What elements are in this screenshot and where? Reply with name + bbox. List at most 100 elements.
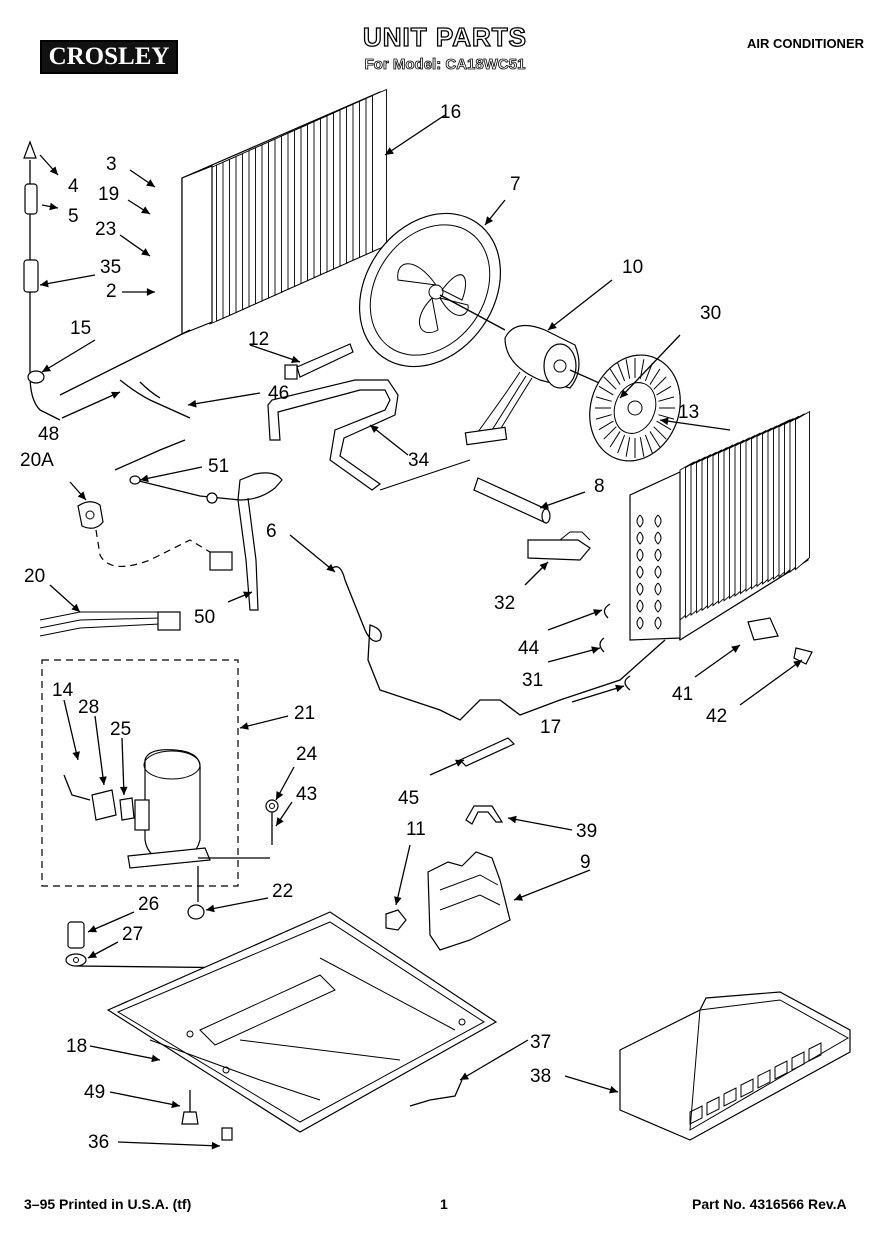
leader-arrowhead	[609, 1085, 618, 1094]
leader-line	[39, 274, 96, 286]
discharge-tube	[114, 439, 283, 611]
leader-arrowhead	[326, 563, 335, 572]
callout-label: 46	[268, 383, 289, 404]
leader-arrowhead	[615, 684, 624, 693]
leader-arrowhead	[119, 786, 128, 795]
leader-arrowhead	[793, 660, 802, 668]
leader-line	[564, 1075, 619, 1093]
callout-label: 43	[296, 784, 317, 805]
callout-label: 12	[248, 329, 269, 350]
callout-label: 26	[138, 894, 159, 915]
callout-label: 5	[68, 206, 79, 227]
leader-line	[694, 644, 741, 678]
insulation-sleeve	[473, 477, 551, 524]
leader-line	[61, 391, 121, 419]
leader-arrowhead	[151, 1054, 160, 1063]
leader-line	[89, 1045, 161, 1061]
leader-lines	[39, 114, 803, 1150]
callout-label: 15	[70, 318, 91, 339]
wire-tie	[409, 1079, 463, 1107]
leader-arrowhead	[206, 904, 215, 913]
callout-label: 31	[522, 670, 543, 691]
leader-arrowhead	[548, 321, 557, 330]
callout-label: 28	[78, 697, 99, 718]
callout-label: 51	[208, 456, 229, 477]
leader-arrowhead	[72, 751, 80, 760]
leader-line	[187, 392, 261, 406]
leader-line	[507, 817, 573, 831]
callout-label: 20	[24, 566, 45, 587]
part-number: Part No. 4316566 Rev.A	[692, 1196, 847, 1212]
leader-line	[87, 911, 135, 933]
bracket-41	[747, 617, 813, 665]
leader-line	[121, 737, 125, 796]
leader-arrowhead	[141, 248, 150, 256]
callout-label: 13	[678, 402, 699, 423]
leader-arrowhead	[146, 288, 155, 296]
leader-arrowhead	[146, 179, 155, 187]
callout-label: 16	[440, 102, 461, 123]
leader-arrowhead	[49, 166, 58, 175]
leader-line	[239, 715, 289, 729]
leader-arrowhead	[591, 646, 600, 654]
callout-label: 37	[530, 1032, 551, 1053]
leader-arrowhead	[49, 202, 58, 211]
leader-line	[659, 419, 731, 431]
leader-arrowhead	[243, 591, 252, 599]
front-grille	[619, 991, 851, 1141]
category-label: AIR CONDITIONER	[747, 36, 864, 51]
callout-label: 34	[408, 450, 430, 471]
small-clips	[599, 603, 631, 691]
callout-label: 38	[530, 1066, 551, 1087]
condenser-coil	[181, 88, 387, 335]
callout-label: 8	[594, 476, 605, 497]
leader-line	[94, 715, 105, 786]
leader-arrowhead	[171, 1100, 180, 1109]
leader-arrowhead	[99, 776, 107, 785]
callout-label: 3	[106, 154, 117, 175]
base-pan	[106, 911, 498, 1133]
callout-label: 36	[88, 1132, 109, 1153]
leader-arrowhead	[620, 389, 629, 398]
compressor-bracket	[427, 851, 511, 951]
callout-label: 11	[406, 819, 426, 840]
leader-arrowhead	[71, 603, 80, 612]
leader-line	[205, 897, 269, 911]
callout-label: 20A	[20, 450, 54, 471]
leader-arrowhead	[42, 364, 51, 372]
callout-label: 42	[706, 706, 727, 727]
brand-logo: CROSLEY	[40, 40, 178, 74]
leader-line	[459, 1039, 529, 1081]
leader-arrowhead	[731, 645, 740, 653]
leader-arrowhead	[141, 206, 150, 214]
leader-line	[249, 344, 301, 363]
page-title: UNIT PARTS	[362, 21, 528, 52]
leader-line	[571, 685, 625, 703]
callout-label: 27	[122, 924, 143, 945]
leader-line	[139, 466, 203, 481]
leader-arrowhead	[88, 925, 97, 933]
leader-arrowhead	[508, 815, 517, 824]
leader-arrowhead	[455, 759, 464, 767]
leader-arrowhead	[88, 950, 97, 958]
callout-label: 7	[510, 174, 521, 195]
leader-arrowhead	[460, 1072, 469, 1080]
callout-label: 2	[106, 281, 117, 302]
leader-arrowhead	[77, 491, 86, 500]
leader-line	[289, 534, 336, 573]
leader-line	[109, 1091, 181, 1107]
fan-shroud	[358, 212, 502, 368]
heater-element	[527, 531, 591, 561]
terminal-strip	[458, 737, 516, 767]
leader-line	[41, 339, 96, 373]
callout-label: 10	[622, 257, 643, 278]
leader-line	[547, 279, 613, 331]
evaporator-coil	[629, 410, 810, 641]
leader-arrowhead	[370, 425, 379, 434]
capillary-assembly	[23, 140, 191, 421]
leader-line	[63, 699, 79, 761]
callout-label: 32	[494, 593, 515, 614]
